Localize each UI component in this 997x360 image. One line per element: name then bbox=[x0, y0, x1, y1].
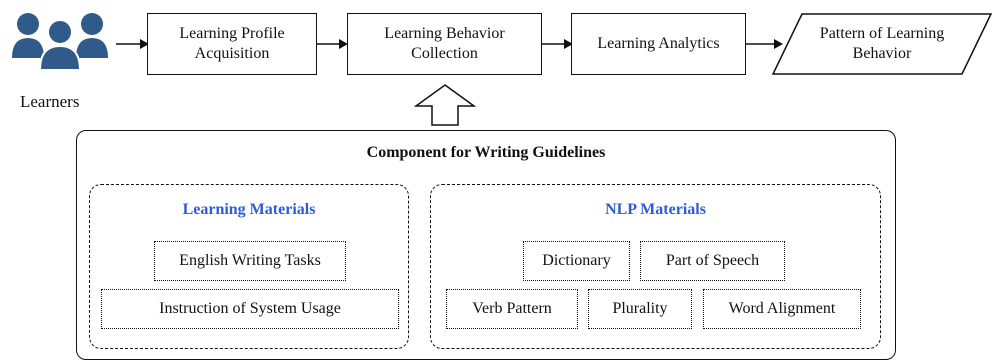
learning-behavior-collection-box: Learning Behavior Collection bbox=[347, 13, 542, 75]
component-title: Component for Writing Guidelines bbox=[366, 144, 606, 161]
output-line1: Pattern of Learning bbox=[819, 25, 945, 42]
step1-line1: Learning Profile bbox=[179, 25, 285, 42]
instruction-system-usage-item: Instruction of System Usage bbox=[101, 289, 399, 329]
step2-line1: Learning Behavior bbox=[384, 25, 505, 42]
arrow-right-icon bbox=[317, 39, 348, 49]
learning-materials-title: Learning Materials bbox=[182, 201, 316, 218]
arrow-right-icon bbox=[746, 39, 783, 49]
step1-line2: Acquisition bbox=[194, 45, 270, 62]
part-of-speech-item: Part of Speech bbox=[640, 241, 785, 281]
step2-line2: Collection bbox=[411, 45, 478, 62]
arrow-right-icon bbox=[116, 39, 149, 49]
pattern-output-shape bbox=[772, 13, 992, 75]
output-line2: Behavior bbox=[852, 45, 912, 62]
step3-label: Learning Analytics bbox=[597, 35, 720, 52]
learners-label: Learners bbox=[20, 92, 80, 111]
learning-analytics-box: Learning Analytics bbox=[571, 13, 746, 75]
users-group-icon bbox=[12, 13, 108, 71]
dictionary-item: Dictionary bbox=[523, 241, 630, 281]
word-alignment-item: Word Alignment bbox=[703, 289, 861, 329]
plurality-item: Plurality bbox=[588, 289, 692, 329]
english-writing-tasks-item: English Writing Tasks bbox=[154, 241, 346, 281]
nlp-materials-title: NLP Materials bbox=[605, 201, 706, 218]
learning-profile-acquisition-box: Learning Profile Acquisition bbox=[147, 13, 317, 75]
arrow-up-icon bbox=[414, 84, 476, 126]
pattern-output-label: Pattern of Learning Behavior bbox=[772, 13, 992, 75]
verb-pattern-item: Verb Pattern bbox=[446, 289, 578, 329]
arrow-right-icon bbox=[542, 39, 573, 49]
